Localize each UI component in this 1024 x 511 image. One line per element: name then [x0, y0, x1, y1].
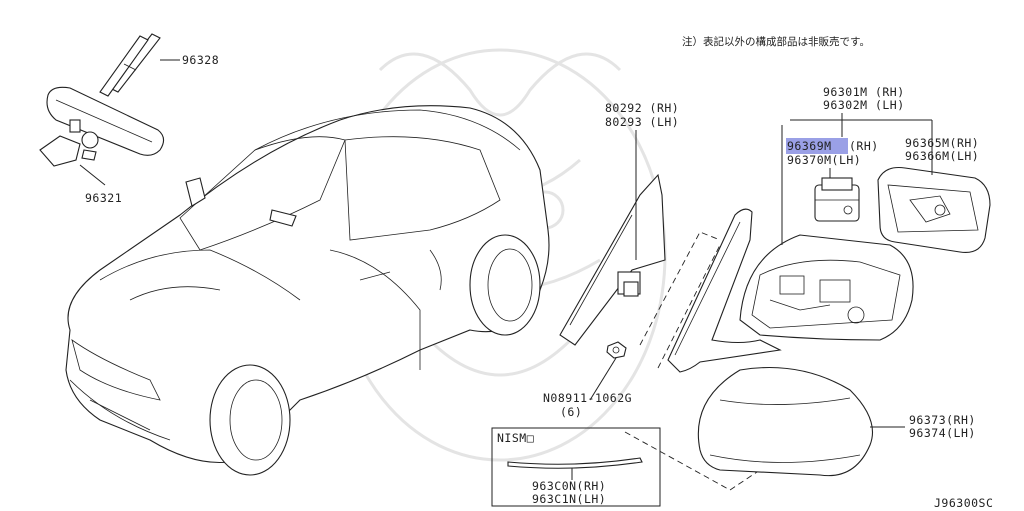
diagram-code: J96300SC — [934, 496, 993, 510]
nismo-box: NISM□ 963C0N(RH) 963C1N(LH) — [491, 427, 661, 507]
highlight-96369 — [786, 138, 848, 154]
dashed-guide-3 — [624, 431, 761, 491]
label-96369-side: (RH) — [849, 139, 879, 153]
nismo-label: NISM□ — [497, 431, 534, 445]
corner-finisher-part — [559, 173, 666, 346]
label-96301: 96301M (RH) — [823, 85, 905, 99]
label-96370: 96370M(LH) — [787, 153, 861, 167]
dashed-guide-2 — [657, 244, 721, 369]
label-96365: 96365M(RH) — [905, 136, 979, 150]
label-96366: 96366M(LH) — [905, 149, 979, 163]
label-963c1: 963C1N(LH) — [532, 492, 606, 506]
leader-08911 — [589, 357, 617, 401]
inside-mirror-part — [39, 86, 165, 167]
dashed-guide-1 — [639, 231, 721, 346]
car-body-outline — [65, 105, 550, 476]
label-80292: 80292 (RH) — [605, 101, 679, 115]
label-08911: N08911-1062G — [543, 391, 632, 405]
mirror-actuator-part — [814, 177, 860, 222]
mirror-cover-part — [697, 366, 874, 477]
nismo-strip-part — [507, 457, 643, 469]
label-963c0: 963C0N(RH) — [532, 479, 606, 493]
label-96373: 96373(RH) — [909, 413, 976, 427]
label-96302: 96302M (LH) — [823, 98, 905, 112]
nut-part — [606, 341, 627, 359]
note-text: 注）表記以外の構成部品は非販売です。 — [682, 35, 870, 48]
label-96328: 96328 — [182, 53, 219, 67]
mirror-housing-part — [739, 234, 914, 341]
leader-96321 — [79, 164, 106, 186]
label-96369-number[interactable]: 96369M — [787, 139, 832, 153]
mirror-stay-part — [99, 33, 161, 97]
label-80293: 80293 (LH) — [605, 115, 679, 129]
label-96321: 96321 — [85, 191, 122, 205]
label-96374: 96374(LH) — [909, 426, 976, 440]
label-08911-qty: (6) — [560, 405, 582, 419]
mirror-base-part — [667, 208, 782, 373]
mirror-glass-part — [877, 166, 991, 253]
